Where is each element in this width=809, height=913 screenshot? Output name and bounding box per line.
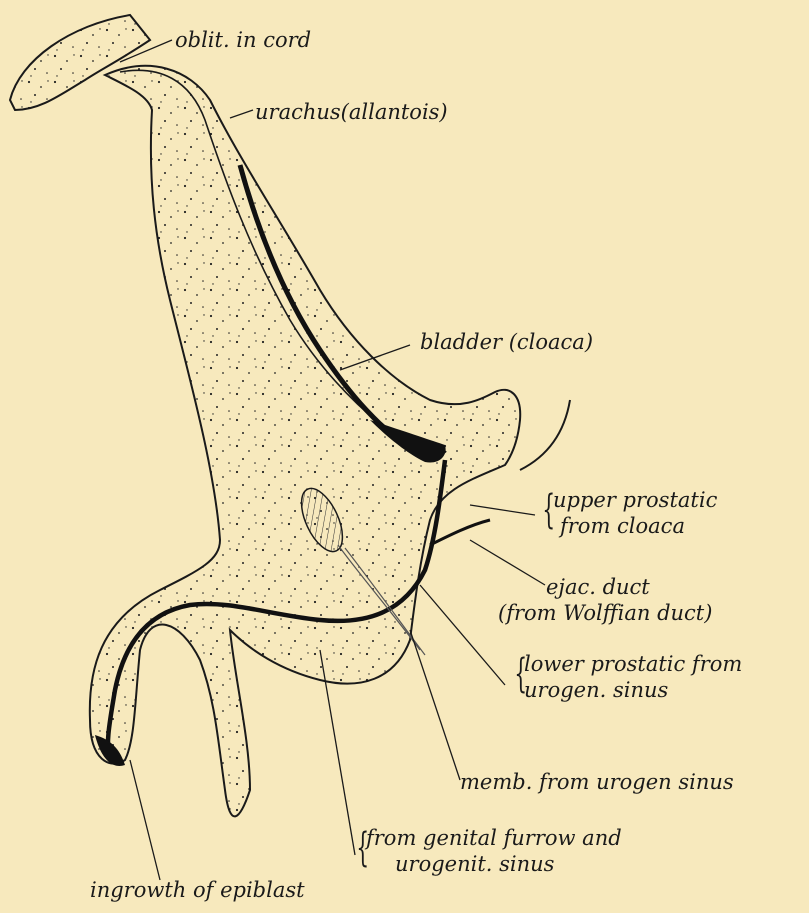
cord-outline — [10, 15, 150, 110]
label-ingrowth: ingrowth of epiblast — [90, 878, 305, 902]
label-ejac-duct-1: ejac. duct — [546, 575, 650, 599]
body-outline — [90, 66, 520, 816]
label-lower-prostatic-2: urogen. sinus — [524, 678, 668, 702]
label-lower-prostatic-1: lower prostatic from — [524, 652, 742, 676]
label-upper-prostatic-2: from cloaca — [560, 514, 685, 538]
ejaculatory-duct — [430, 520, 490, 545]
label-memb: memb. from urogen sinus — [460, 770, 734, 794]
label-urachus: urachus(allantois) — [255, 100, 448, 124]
outer-rim-curve — [520, 400, 570, 470]
label-ejac-duct-2: (from Wolffian duct) — [498, 601, 712, 625]
label-bladder: bladder (cloaca) — [420, 330, 593, 354]
label-oblit-in-cord: oblit. in cord — [175, 28, 311, 52]
label-upper-prostatic-1: upper prostatic — [553, 488, 717, 512]
label-genital-furrow-2: urogenit. sinus — [395, 852, 554, 876]
label-genital-furrow-1: from genital furrow and — [366, 826, 622, 850]
